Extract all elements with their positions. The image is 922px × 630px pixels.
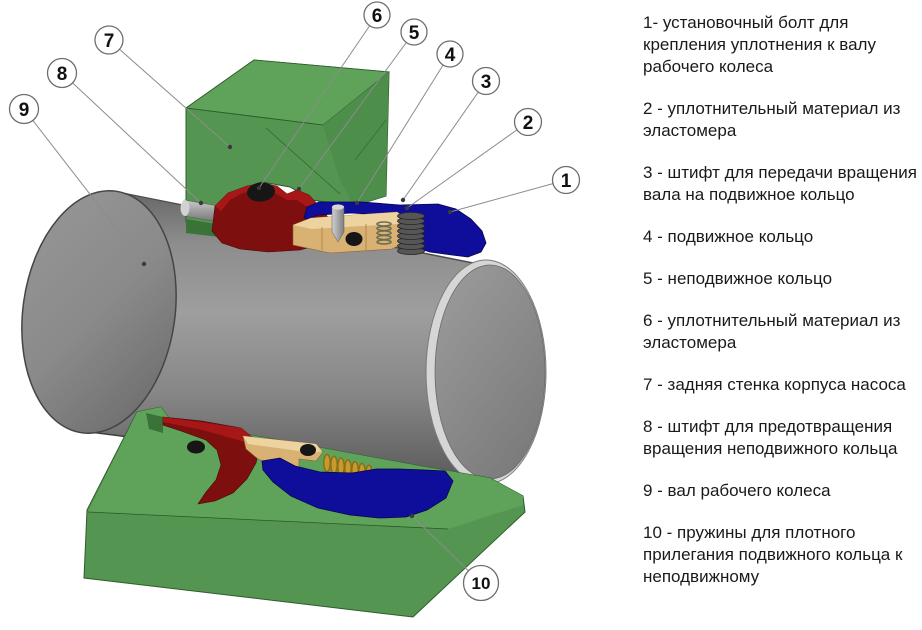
callout-number-8: 8: [57, 64, 68, 85]
spring-large-upper: [397, 211, 425, 255]
elastomer-lower-movable: [300, 444, 316, 456]
callout-circle-8: [46, 57, 78, 89]
callout-number-5: 5: [409, 23, 420, 44]
leader-dot-9: [141, 261, 147, 267]
leader-line-1: [449, 183, 554, 213]
seal-cutaway-diagram: 1 2 3 4 5 6 7 8 9 10: [8, 1, 581, 618]
callout-number-4: 4: [445, 45, 456, 66]
legend-item-3: 3 - штифт для передачи вращения вала на …: [643, 163, 917, 204]
callout-number-2: 2: [523, 113, 534, 134]
leader-line-3: [402, 91, 479, 201]
callout-circle-3: [471, 66, 501, 96]
impeller-shaft: [21, 189, 547, 485]
legend-item-6: 6 - уплотнительный материал из эластомер…: [643, 311, 901, 352]
housing-back-wall: [184, 59, 391, 238]
leader-line-6: [258, 25, 371, 189]
leader-dot-1: [447, 209, 453, 215]
callout-number-7: 7: [104, 31, 115, 52]
legend-item-7: 7 - задняя стенка корпуса насоса: [643, 375, 906, 394]
shaft-right-end-face: [434, 264, 546, 480]
housing-reflection-lines: [265, 119, 387, 195]
stationary-ring-upper-top: [215, 183, 319, 211]
leader-dot-10: [409, 513, 415, 519]
leader-dot-7: [227, 144, 233, 150]
leader-dot-8: [198, 200, 204, 206]
legend-item-5: 5 - неподвижное кольцо: [643, 269, 833, 288]
legend-item-8: 8 - штифт для предотвращения вращения не…: [643, 417, 898, 458]
leader-dot-5: [296, 186, 302, 192]
callout-number-3: 3: [481, 72, 492, 93]
movable-ring-lower: [261, 457, 454, 519]
leader-dot-2: [404, 205, 410, 211]
callout-circle-2: [513, 107, 543, 137]
legend-item-9: 9 - вал рабочего колеса: [643, 481, 831, 500]
callout-circle-10: [462, 564, 500, 602]
callout-circle-4: [436, 40, 464, 68]
elastomer-upper-stationary: [247, 182, 275, 202]
spring-small-upper: [376, 221, 392, 245]
wedge-edge-line: [87, 511, 449, 530]
callout-layer: 1 2 3 4 5 6 7 8 9 10: [8, 1, 581, 602]
callout-number-6: 6: [372, 6, 383, 27]
sleeve-step-lines: [321, 224, 367, 250]
wedge-notch: [146, 413, 163, 433]
callout-circle-5: [400, 18, 428, 46]
leader-line-5: [298, 42, 407, 190]
leader-line-4: [356, 64, 444, 204]
parts-legend: 1- установочный болт для крепления уплот…: [631, 0, 922, 608]
callout-circle-1: [551, 165, 581, 195]
leader-line-8: [72, 82, 202, 204]
callout-circle-6: [363, 1, 391, 29]
callout-number-1: 1: [561, 171, 572, 192]
legend-item-1: 1- установочный болт для крепления уплот…: [643, 13, 876, 76]
upper-seal-section: [211, 182, 487, 258]
leader-dot-3: [400, 197, 406, 203]
leader-dot-4: [354, 200, 360, 206]
callout-number-10: 10: [472, 574, 491, 593]
legend-item-4: 4 - подвижное кольцо: [643, 227, 814, 246]
lower-seal-section: [162, 416, 454, 519]
elastomer-upper-movable: [345, 232, 363, 246]
callout-circle-7: [94, 25, 124, 55]
stationary-ring-lower-top: [163, 417, 253, 442]
legend-item-2: 2 - уплотнительный материал из эластомер…: [643, 99, 901, 140]
leader-line-10: [411, 515, 469, 572]
housing-back-wall-right-face: [323, 72, 389, 206]
leader-dot-6: [256, 185, 262, 191]
drive-pin-top: [332, 204, 344, 210]
callout-number-9: 9: [19, 100, 30, 121]
callout-circle-9: [8, 93, 40, 125]
legend-item-10: 10 - пружины для плотного прилегания под…: [643, 523, 903, 586]
leader-line-2: [406, 129, 518, 209]
shaft-left-end-face: [21, 189, 177, 435]
elastomer-lower-stationary: [187, 440, 205, 454]
leader-line-9: [32, 120, 145, 265]
pin8-left-cap: [180, 200, 190, 216]
leader-line-7: [119, 48, 231, 148]
housing-edge-line: [185, 107, 324, 126]
